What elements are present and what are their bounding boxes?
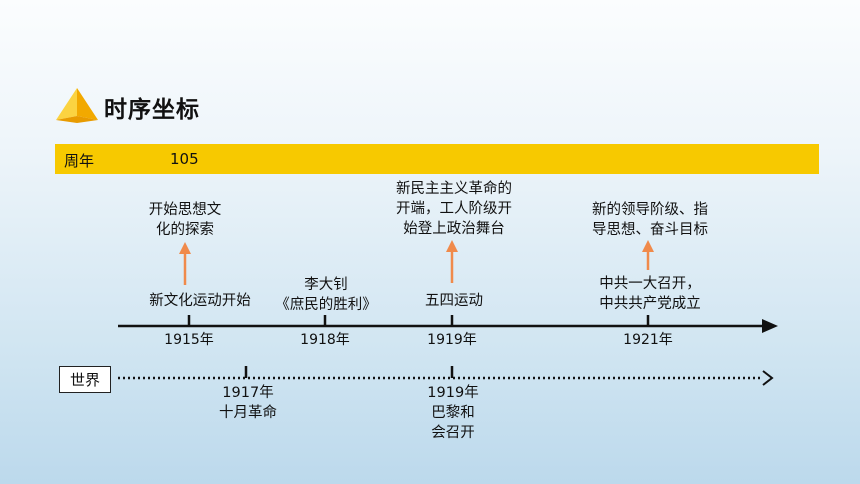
year-label-1921: 1921年 — [623, 332, 673, 348]
year-label-1919: 1919年 — [427, 332, 477, 348]
event-1915: 新文化运动开始 — [149, 293, 251, 309]
significance-1919: 新民主主义革命的 开端，工人阶级开 始登上政治舞台 — [396, 181, 512, 237]
band-label: 周年 — [64, 152, 95, 170]
world-event-1919: 1919年 巴黎和 会召开 — [427, 385, 479, 441]
year-label-1915: 1915年 — [164, 332, 214, 348]
world-event-1917: 1917年 十月革命 — [219, 385, 277, 421]
anniversary-band — [55, 144, 819, 174]
page-title: 时序坐标 — [104, 97, 200, 123]
china-axis-arrowhead — [762, 319, 778, 333]
world-label-box: 世界 — [59, 366, 111, 393]
arrow-1921 — [642, 240, 654, 270]
significance-1921: 新的领导阶级、指 导思想、奋斗目标 — [592, 202, 708, 238]
significance-1915: 开始思想文 化的探索 — [148, 202, 222, 238]
event-1918: 李大钊 《庶民的胜利》 — [275, 277, 377, 313]
world-axis-arrowhead — [762, 370, 774, 386]
year-label-1918: 1918年 — [300, 332, 350, 348]
band-value: 105 — [170, 150, 199, 168]
event-1921: 中共一大召开， 中共共产党成立 — [599, 276, 701, 312]
arrow-1915 — [179, 242, 191, 285]
pyramid-icon — [56, 88, 98, 123]
arrow-1919 — [446, 240, 458, 283]
event-1919: 五四运动 — [425, 293, 483, 309]
